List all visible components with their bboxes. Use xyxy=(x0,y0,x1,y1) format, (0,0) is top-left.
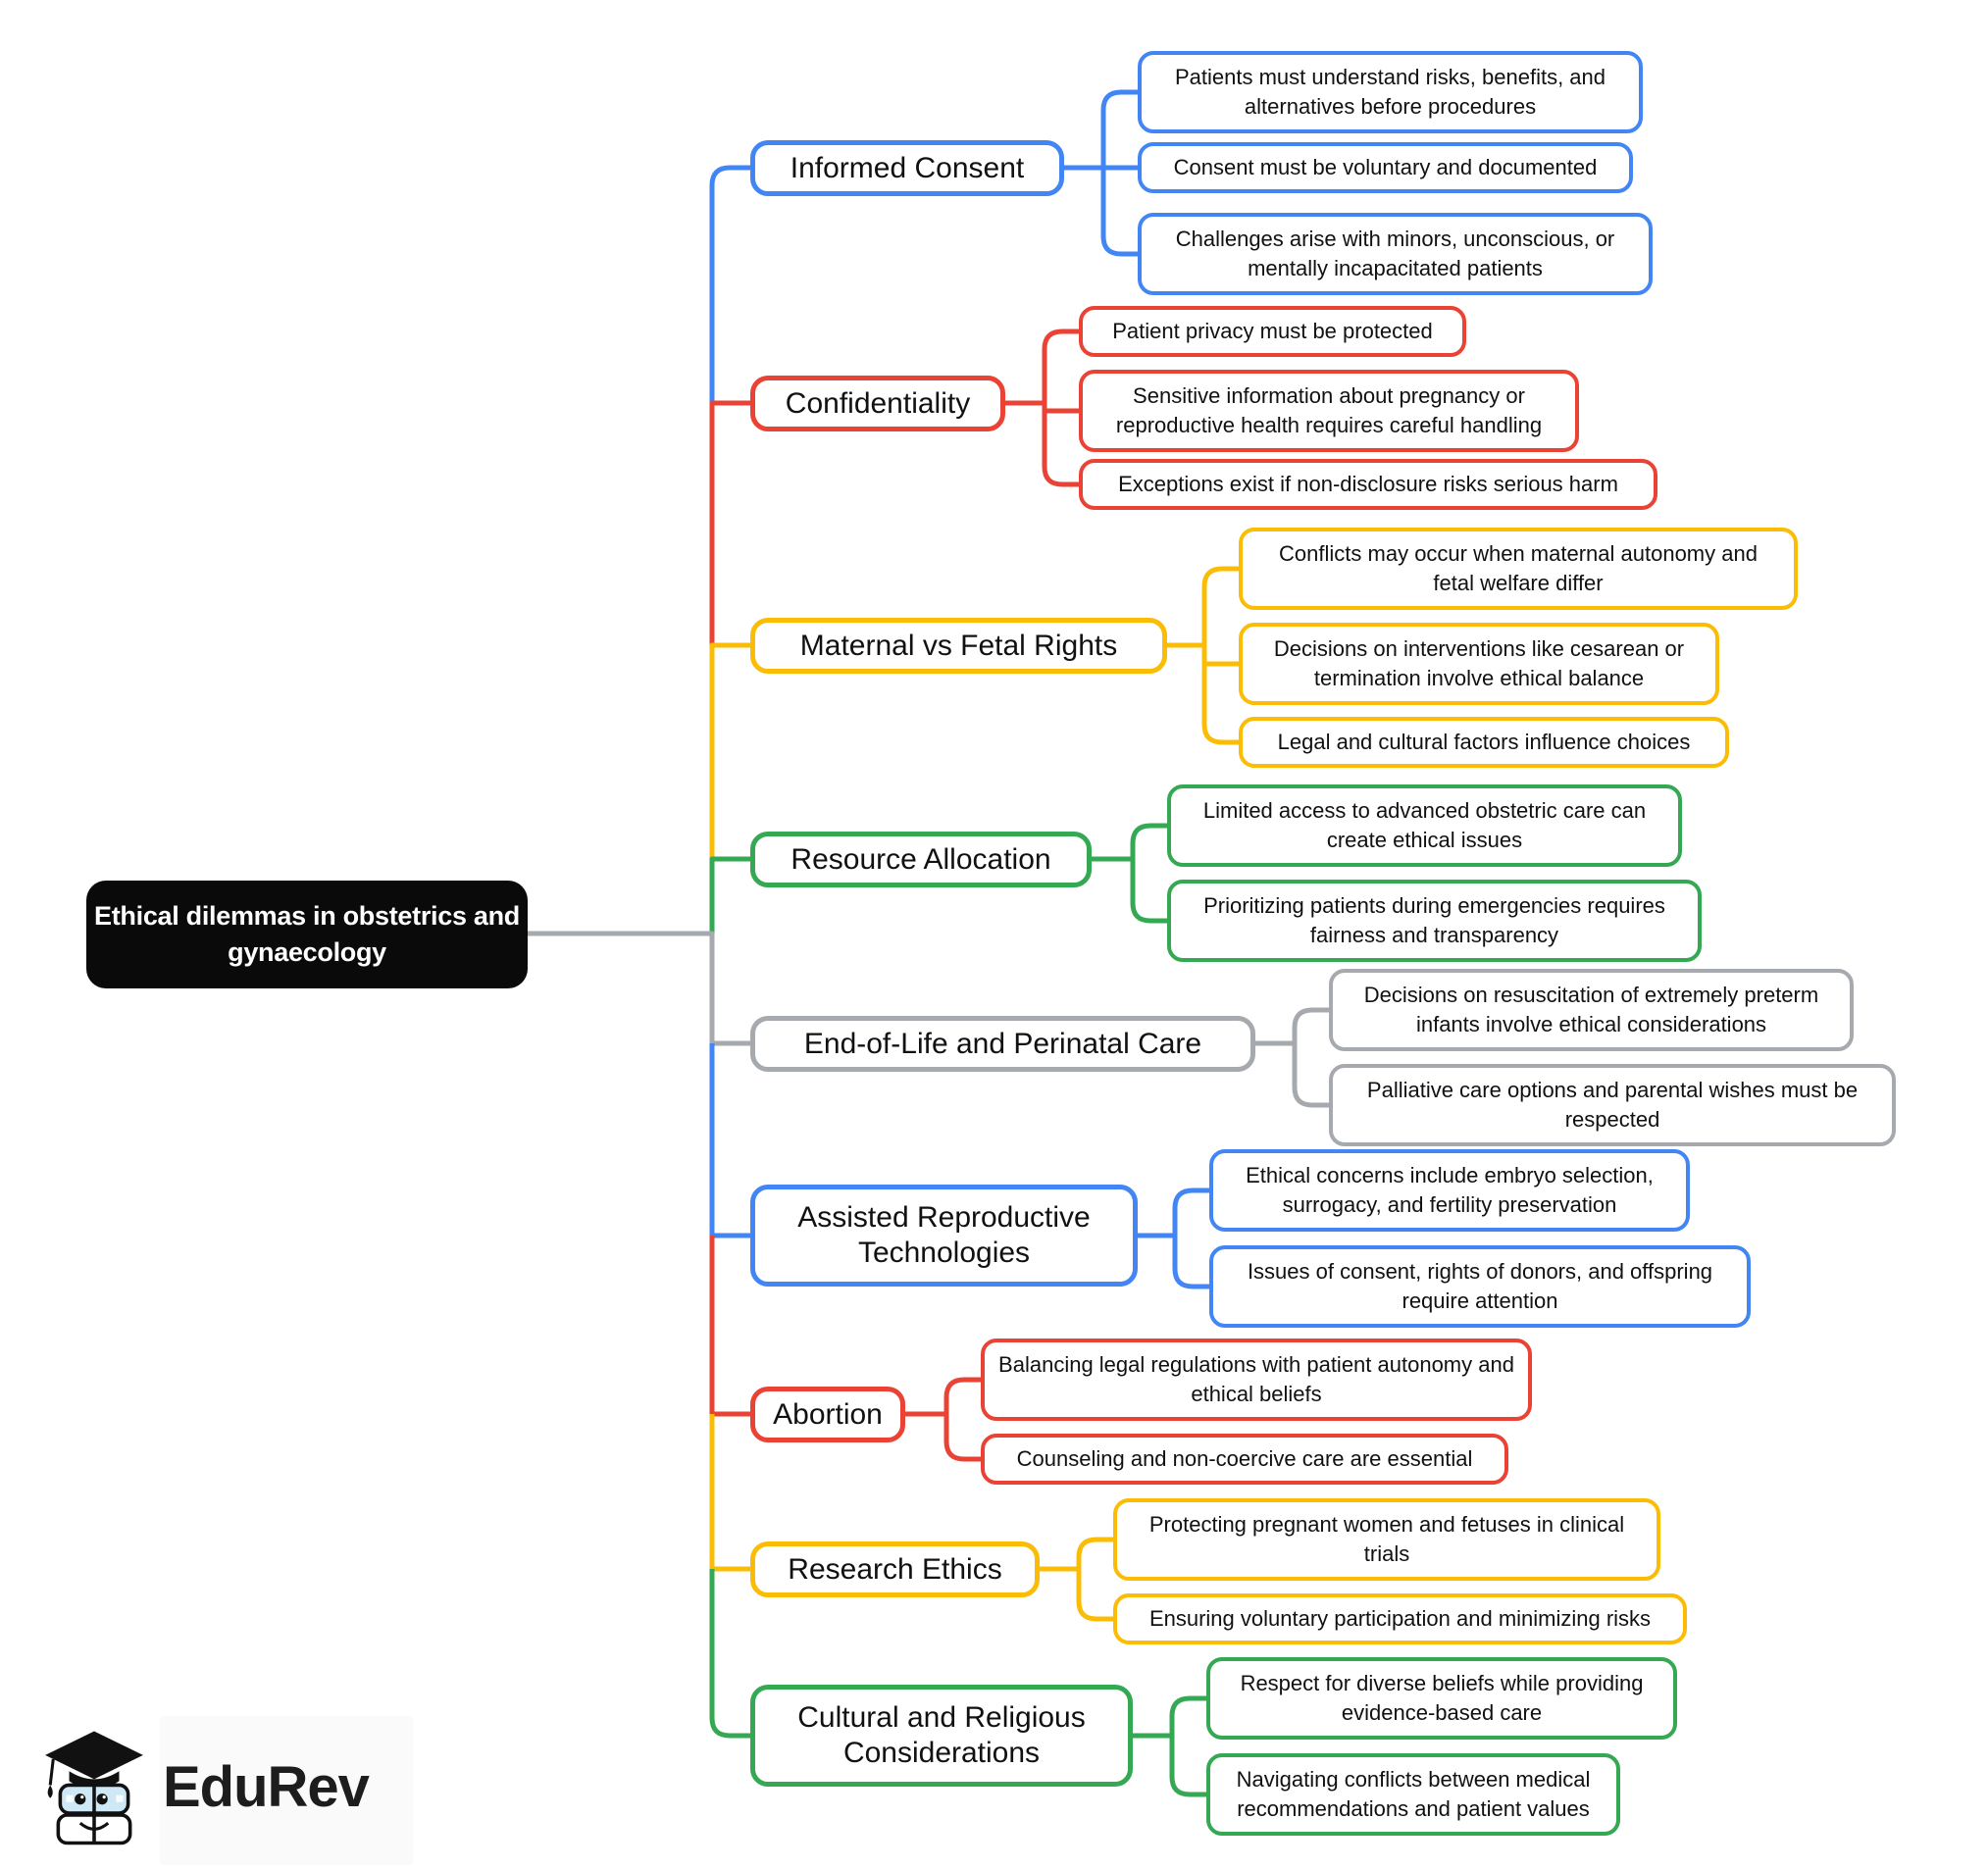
branch-node-assisted-reproductive-technologies: Assisted Reproductive Technologies xyxy=(750,1185,1138,1287)
child-note: Ensuring voluntary participation and min… xyxy=(1113,1593,1687,1644)
child-note: Balancing legal regulations with patient… xyxy=(981,1339,1532,1421)
child-note: Consent must be voluntary and documented xyxy=(1138,142,1633,193)
branch-node-confidentiality: Confidentiality xyxy=(750,376,1005,431)
branch-node-maternal-vs-fetal-rights: Maternal vs Fetal Rights xyxy=(750,618,1167,674)
edurev-brand-text: EduRev xyxy=(163,1755,370,1819)
child-note: Sensitive information about pregnancy or… xyxy=(1079,370,1579,452)
child-note: Respect for diverse beliefs while provid… xyxy=(1206,1657,1677,1740)
child-note: Patient privacy must be protected xyxy=(1079,306,1466,357)
child-note: Conflicts may occur when maternal autono… xyxy=(1239,528,1798,610)
child-note: Decisions on interventions like cesarean… xyxy=(1239,623,1719,705)
child-note: Protecting pregnant women and fetuses in… xyxy=(1113,1498,1660,1581)
child-note: Prioritizing patients during emergencies… xyxy=(1167,880,1702,962)
branch-node-resource-allocation: Resource Allocation xyxy=(750,832,1092,887)
branch-node-abortion: Abortion xyxy=(750,1387,905,1442)
child-note: Challenges arise with minors, unconsciou… xyxy=(1138,213,1653,295)
child-note: Exceptions exist if non-disclosure risks… xyxy=(1079,459,1657,510)
child-note: Legal and cultural factors influence cho… xyxy=(1239,717,1729,768)
branch-node-informed-consent: Informed Consent xyxy=(750,140,1064,196)
edurev-mascot-icon xyxy=(45,1731,143,1845)
child-note: Ethical concerns include embryo selectio… xyxy=(1209,1149,1690,1232)
edurev-logo: EduRev xyxy=(39,1721,370,1853)
logo-backdrop xyxy=(160,1716,413,1865)
child-note: Counseling and non-coercive care are ess… xyxy=(981,1434,1508,1485)
branch-node-cultural-religious-considerations: Cultural and Religious Considerations xyxy=(750,1685,1133,1787)
branch-node-end-of-life-perinatal-care: End-of-Life and Perinatal Care xyxy=(750,1016,1255,1072)
central-topic-node: Ethical dilemmas in obstetrics and gynae… xyxy=(86,881,528,988)
child-note: Issues of consent, rights of donors, and… xyxy=(1209,1245,1751,1328)
child-note: Patients must understand risks, benefits… xyxy=(1138,51,1643,133)
child-note: Navigating conflicts between medical rec… xyxy=(1206,1753,1620,1836)
child-note: Limited access to advanced obstetric car… xyxy=(1167,784,1682,867)
branch-node-research-ethics: Research Ethics xyxy=(750,1541,1040,1597)
child-note: Palliative care options and parental wis… xyxy=(1329,1064,1896,1146)
child-note: Decisions on resuscitation of extremely … xyxy=(1329,969,1854,1051)
